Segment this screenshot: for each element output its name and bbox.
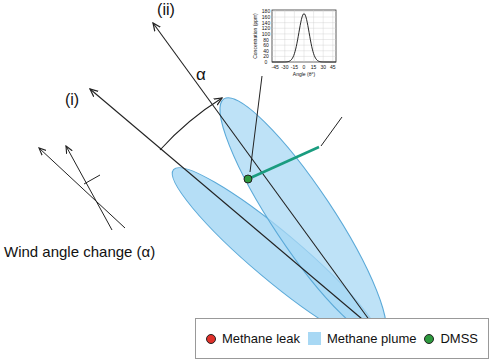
axis-label: 60	[263, 43, 269, 48]
line-label: α	[196, 66, 206, 83]
legend-text: DMSS	[440, 331, 478, 346]
wind-line	[90, 89, 394, 346]
axis-label: -15	[291, 65, 298, 70]
axis-label: 180	[262, 9, 270, 14]
line-label: (ii)	[157, 2, 175, 18]
axis-label: 140	[262, 20, 270, 25]
legend-swatch	[206, 334, 216, 344]
cross-section	[248, 147, 319, 179]
leader-line	[321, 117, 342, 146]
legend-text: Methane leak	[222, 331, 300, 346]
axis-label: -30	[281, 65, 288, 70]
grid-line	[332, 10, 333, 62]
legend-swatch	[308, 332, 321, 345]
axis-label: 0	[265, 60, 268, 65]
grid-line	[275, 10, 276, 62]
plume-ellipse	[199, 82, 407, 353]
axis-label: -45	[272, 65, 279, 70]
inset-chart	[272, 10, 336, 62]
axis-label: 45	[330, 65, 336, 70]
dmss-point	[244, 175, 252, 183]
legend-item: Methane plume	[308, 331, 417, 346]
wind-arrow	[66, 146, 112, 230]
axis-label: 15	[311, 65, 317, 70]
plot-frame	[272, 10, 336, 62]
axis-label: 40	[263, 48, 269, 53]
grid-line	[304, 10, 305, 62]
angle-arc	[160, 98, 222, 150]
wind-line	[153, 23, 389, 347]
axis-label: Concentration (ppm)	[253, 13, 258, 59]
grid-line	[284, 10, 285, 62]
axis-label: 30	[320, 65, 326, 70]
legend-item: DMSS	[424, 331, 478, 346]
axis-label: 80	[263, 37, 269, 42]
legend-box: Methane leak Methane plume DMSS	[195, 318, 489, 359]
axis-label: 120	[262, 26, 270, 31]
axis-label: 160	[262, 15, 270, 20]
leader-line	[250, 76, 262, 172]
line-label: (i)	[65, 92, 79, 108]
concentration-curve	[272, 14, 336, 62]
caption-label: Wind angle change (α)	[4, 244, 155, 259]
legend-swatch	[424, 334, 434, 344]
axis-label: 20	[263, 54, 269, 59]
axis-label: 0	[303, 65, 306, 70]
wind-arrow	[39, 148, 125, 228]
grid-line	[323, 10, 324, 62]
legend-item: Methane leak	[206, 331, 300, 346]
axis-label: Angle (θ°)	[293, 72, 315, 77]
axis-label: 100	[262, 31, 270, 36]
angle-tick	[84, 175, 100, 184]
legend-text: Methane plume	[327, 331, 417, 346]
